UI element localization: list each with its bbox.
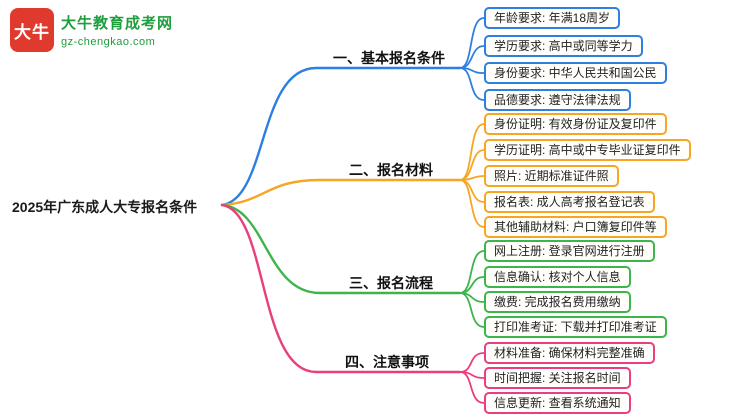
leaf-node: 报名表: 成人高考报名登记表 [484, 191, 655, 213]
leaf-node: 打印准考证: 下载并打印准考证 [484, 316, 667, 338]
daniu-logo-icon: 大牛 [10, 8, 54, 52]
branch-label-2: 二、报名材料 [349, 162, 433, 178]
leaf-node: 其他辅助材料: 户口簿复印件等 [484, 216, 667, 238]
branch-label-1: 一、基本报名条件 [333, 50, 445, 66]
site-logo[interactable]: 大牛 大牛教育成考网 gz-chengkao.com [10, 8, 173, 52]
leaf-node: 身份证明: 有效身份证及复印件 [484, 113, 667, 135]
leaf-node: 材料准备: 确保材料完整准确 [484, 342, 655, 364]
leaf-node: 学历要求: 高中或同等学力 [484, 35, 643, 57]
leaf-node: 品德要求: 遵守法律法规 [484, 89, 631, 111]
leaf-node: 信息更新: 查看系统通知 [484, 392, 631, 414]
mindmap-root-title: 2025年广东成人大专报名条件 [12, 199, 198, 215]
site-url: gz-chengkao.com [61, 36, 156, 48]
leaf-node: 照片: 近期标准证件照 [484, 165, 619, 187]
leaf-node: 年龄要求: 年满18周岁 [484, 7, 621, 29]
leaf-node: 缴费: 完成报名费用缴纳 [484, 291, 631, 313]
leaf-node: 身份要求: 中华人民共和国公民 [484, 62, 667, 84]
logo-text-block: 大牛教育成考网 gz-chengkao.com [61, 12, 173, 48]
leaf-node: 学历证明: 高中或中专毕业证复印件 [484, 139, 691, 161]
leaf-node: 网上注册: 登录官网进行注册 [484, 240, 655, 262]
branch-label-3: 三、报名流程 [349, 275, 433, 291]
site-name: 大牛教育成考网 [61, 15, 174, 32]
branch-label-4: 四、注意事项 [345, 354, 429, 370]
leaf-node: 信息确认: 核对个人信息 [484, 266, 631, 288]
leaf-node: 时间把握: 关注报名时间 [484, 367, 631, 389]
logo-icon-text: 大牛 [14, 22, 50, 42]
